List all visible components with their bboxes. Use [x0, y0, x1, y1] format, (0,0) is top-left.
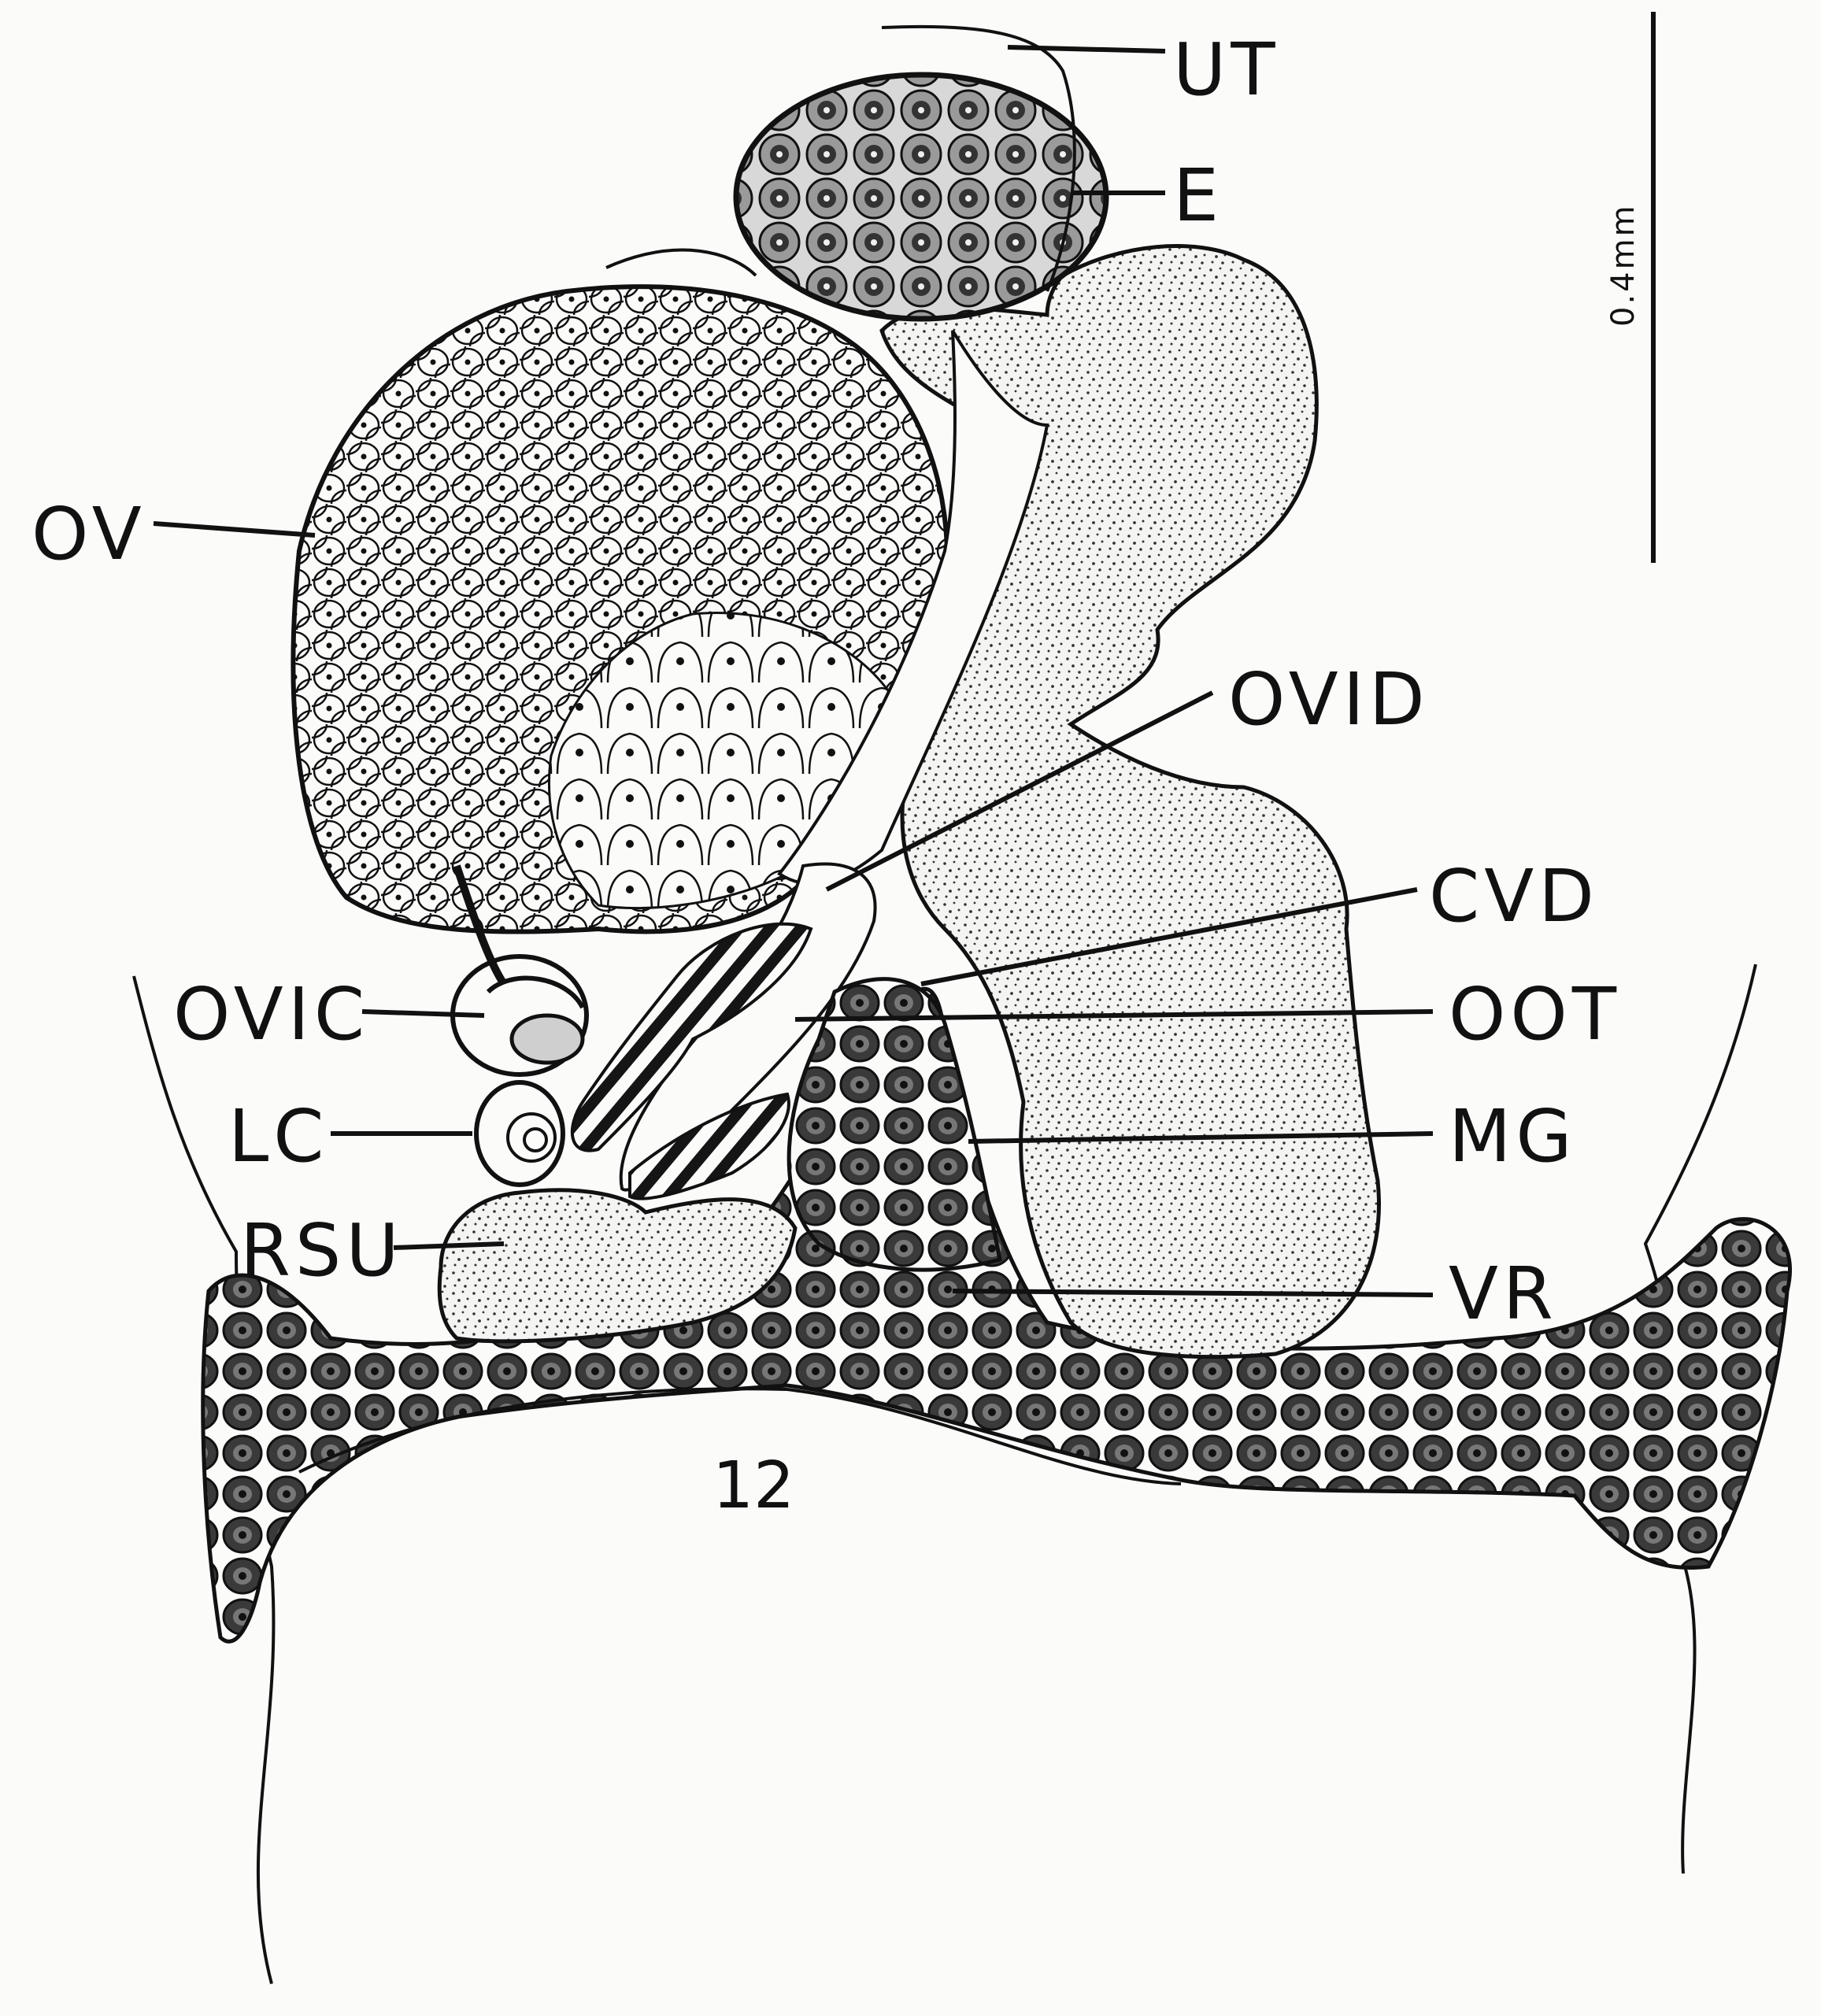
mehlis-gland — [789, 979, 1000, 1271]
label-ovic: OVIC — [173, 972, 369, 1056]
label-mg: MG — [1449, 1094, 1577, 1178]
label-rsu: RSU — [240, 1208, 404, 1293]
label-e: E — [1173, 154, 1223, 238]
laurers-canal — [476, 1082, 563, 1185]
scale-bar-label: 0.4mm — [1605, 203, 1641, 327]
label-cvd: CVD — [1429, 854, 1599, 938]
ovicapt-lumen — [512, 1015, 583, 1063]
label-lc: LC — [228, 1094, 329, 1178]
figure-number: 12 — [712, 1448, 794, 1523]
label-ut: UT — [1173, 28, 1280, 112]
label-oot: OOT — [1449, 972, 1621, 1056]
label-vr: VR — [1449, 1252, 1558, 1336]
label-ovid: OVID — [1228, 657, 1430, 742]
label-ov: OV — [31, 492, 146, 576]
